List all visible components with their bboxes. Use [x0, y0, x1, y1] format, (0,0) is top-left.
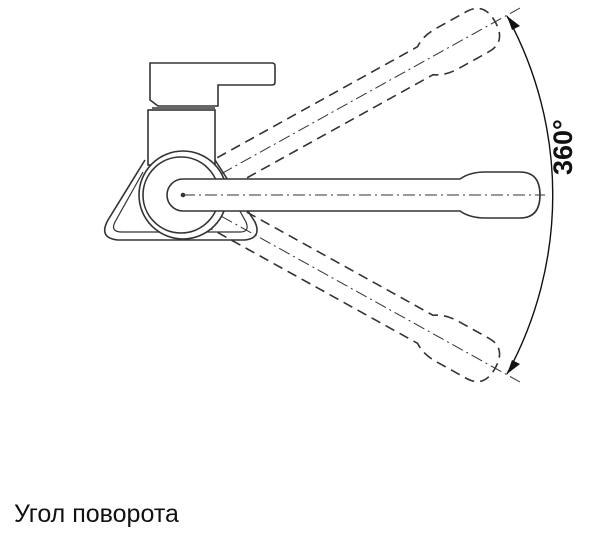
- arrow-head-bottom: [507, 360, 520, 374]
- diagram-caption: Угол поворота: [14, 500, 179, 528]
- rotation-arc: [506, 15, 554, 375]
- base-triangle: [103, 159, 258, 241]
- arrow-head-top: [507, 16, 520, 30]
- centerline-down: [182, 194, 521, 383]
- rotation-angle-label: 360°: [548, 119, 578, 175]
- centerline-up: [182, 7, 521, 196]
- faucet-handle: [149, 62, 276, 107]
